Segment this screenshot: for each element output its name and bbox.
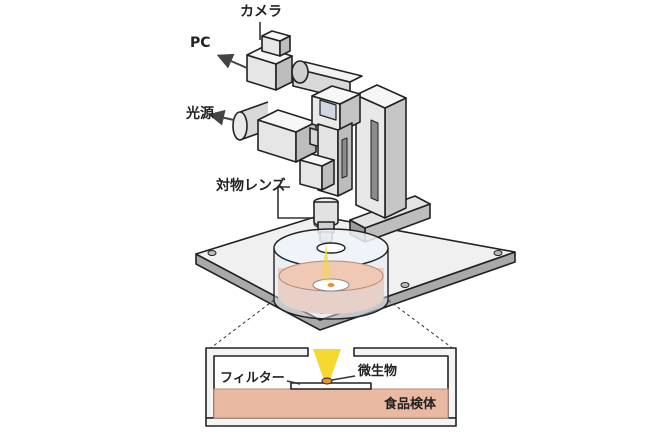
label-camera: カメラ [240, 4, 282, 20]
label-pc: PC [190, 35, 211, 51]
leader-lines [259, 22, 356, 385]
dish-cross-section [205, 347, 457, 427]
label-food-sample: 食品検体 [384, 397, 437, 412]
callout-lines [207, 299, 456, 351]
section-light-beam [313, 349, 341, 380]
light-beam [321, 244, 331, 282]
label-objective-lens: 対物レンズ [216, 178, 286, 194]
microorganism-dot [321, 377, 333, 385]
vertical-column [355, 84, 407, 219]
arrows [208, 53, 248, 126]
camera-assembly [246, 30, 363, 101]
petri-dish [273, 228, 389, 320]
label-microorganism: 微生物 [358, 364, 398, 379]
label-filter: フィルター [220, 371, 285, 386]
optical-head [299, 85, 361, 244]
label-light-source: 光源 [186, 106, 214, 122]
